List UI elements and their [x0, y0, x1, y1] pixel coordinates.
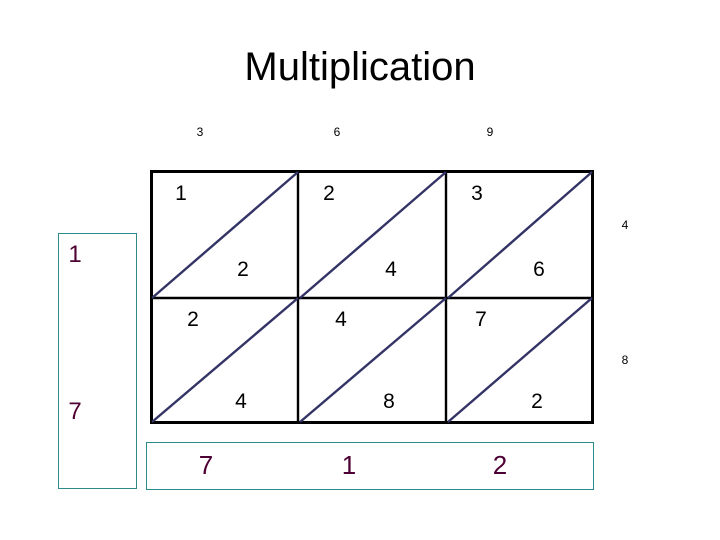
- cell-diagonal-r0c2: [447, 171, 593, 299]
- answer-digit-2: 2: [492, 450, 508, 480]
- column-header-digit-1: 6: [333, 125, 341, 139]
- cell-diagonal-r1c2: [447, 297, 593, 423]
- cell-diagonal-r0c0: [151, 171, 299, 299]
- cell-diagonal-r1c1: [299, 297, 447, 423]
- cell-upper-r1c2: 7: [475, 308, 487, 331]
- cell-lower-r0c1: 4: [385, 258, 397, 281]
- side-carry-digit-1: 8: [621, 353, 629, 367]
- cell-lower-r1c1: 8: [383, 390, 395, 413]
- multiplier-digit-0: 1: [68, 241, 82, 268]
- lattice-grid: 1 2 2 4 3 6 2 4 4 8 7 2: [150, 170, 594, 424]
- cell-upper-r1c1: 4: [335, 308, 347, 331]
- page-title: Multiplication: [244, 45, 476, 89]
- side-carry-digit-0: 4: [621, 218, 629, 232]
- column-header-digit-0: 3: [196, 125, 204, 139]
- column-header-digit-2: 9: [486, 125, 494, 139]
- multiplier-digit-1: 7: [68, 398, 82, 425]
- answer-box: [146, 442, 594, 490]
- lattice-grid-lines: [150, 170, 594, 424]
- cell-diagonal-r1c0: [151, 297, 299, 423]
- cell-lower-r0c2: 6: [533, 258, 545, 281]
- cell-upper-r0c1: 2: [323, 182, 335, 205]
- cell-lower-r0c0: 2: [237, 258, 249, 281]
- cell-upper-r0c0: 1: [175, 182, 187, 205]
- cell-upper-r0c2: 3: [471, 182, 483, 205]
- cell-upper-r1c0: 2: [187, 308, 199, 331]
- cell-diagonal-r0c1: [299, 171, 447, 299]
- answer-digit-1: 1: [341, 450, 357, 480]
- answer-digit-0: 7: [198, 450, 214, 480]
- cell-lower-r1c0: 4: [235, 390, 247, 413]
- multiplier-box: [58, 233, 137, 489]
- cell-lower-r1c2: 2: [531, 390, 543, 413]
